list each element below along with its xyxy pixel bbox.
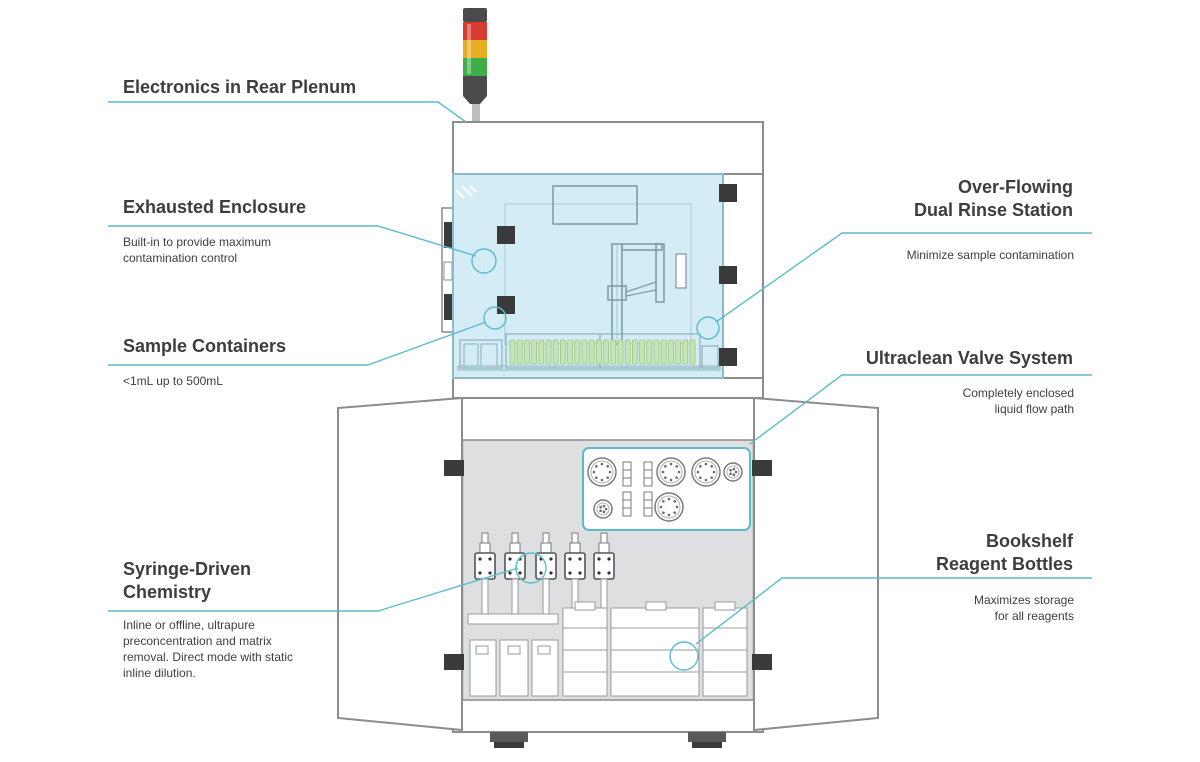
label-containers: Sample Containers xyxy=(123,336,287,356)
desc-rinse: Minimize sample contamination xyxy=(906,248,1074,262)
left-cabinet-door xyxy=(337,396,464,732)
latch-icon xyxy=(719,266,737,284)
sample-tube xyxy=(653,339,660,365)
leader-valve xyxy=(749,374,1092,445)
sample-tube xyxy=(531,339,537,365)
sample-tube xyxy=(596,339,602,365)
sample-tube xyxy=(639,339,645,365)
valve-fitting-icon xyxy=(622,491,632,517)
sample-tube xyxy=(610,339,617,365)
sample-tube xyxy=(588,339,595,365)
latch-icon xyxy=(719,184,737,202)
reagent-bottles xyxy=(467,601,748,697)
sample-tube xyxy=(675,339,681,365)
valve-icon xyxy=(723,462,743,482)
syringe-pump-icon xyxy=(474,532,496,621)
sample-tube xyxy=(581,339,588,365)
sample-tube xyxy=(632,339,638,365)
sample-tube xyxy=(509,339,516,365)
label-valve: Ultraclean Valve System xyxy=(865,348,1073,368)
leader-enclosure xyxy=(108,225,477,257)
sample-tube xyxy=(574,339,581,365)
marker-containers xyxy=(483,306,507,330)
leader-electronics xyxy=(108,101,467,123)
leader-rinse xyxy=(715,232,1092,323)
desc-containers: <1mL up to 500mL xyxy=(123,374,223,388)
sample-tube xyxy=(682,339,689,365)
desc-syringe: Inline or offline, ultrapure preconcentr… xyxy=(123,618,294,680)
label-syringe: Syringe-Driven Chemistry xyxy=(123,559,252,602)
leader-syringe xyxy=(108,567,519,612)
sample-tube xyxy=(524,339,530,365)
valve-fitting-icon xyxy=(643,491,653,517)
label-rinse: Over-Flowing Dual Rinse Station xyxy=(913,177,1073,220)
desc-enclosure: Built-in to provide maximum contaminatio… xyxy=(123,235,272,265)
exhausted-enclosure xyxy=(452,173,724,379)
sample-tube xyxy=(560,339,566,365)
sample-tube xyxy=(552,339,559,365)
sample-tube xyxy=(603,339,609,365)
valve-fitting-icon xyxy=(622,461,632,487)
leader-bookshelf xyxy=(695,577,1092,645)
valve-icon xyxy=(691,457,721,487)
sample-tube xyxy=(646,339,653,365)
latch-icon xyxy=(719,348,737,366)
desc-bookshelf: Maximizes storage for all reagents xyxy=(973,593,1074,623)
label-electronics: Electronics in Rear Plenum xyxy=(123,77,357,97)
valve-icon xyxy=(587,457,617,487)
valve-icon xyxy=(654,492,684,522)
syringe-pump-icon xyxy=(593,532,615,621)
syringe-pumps xyxy=(474,532,615,621)
marker-enclosure xyxy=(471,248,497,274)
marker-rinse xyxy=(696,316,720,340)
leader-containers xyxy=(108,321,487,366)
sample-tube xyxy=(689,339,696,365)
desc-valve: Completely enclosed liquid flow path xyxy=(962,386,1074,416)
sample-tube xyxy=(567,339,573,365)
sample-tube xyxy=(668,339,674,365)
sample-tube xyxy=(538,339,545,365)
sample-tube xyxy=(516,339,523,365)
label-enclosure: Exhausted Enclosure xyxy=(123,197,307,217)
right-cabinet-door xyxy=(752,396,879,732)
sample-tube xyxy=(545,339,552,365)
valve-icon xyxy=(656,457,686,487)
signal-tower-light xyxy=(463,8,487,124)
valve-icon xyxy=(593,499,613,519)
feet xyxy=(490,732,726,748)
marker-syringe xyxy=(515,552,547,584)
valve-fitting-icon xyxy=(643,461,653,487)
marker-bookshelf xyxy=(669,641,699,671)
sample-tube xyxy=(617,339,624,365)
sample-tube xyxy=(660,339,667,365)
valve-system xyxy=(582,447,751,531)
label-bookshelf: Bookshelf Reagent Bottles xyxy=(935,531,1073,574)
sample-tube xyxy=(624,339,631,365)
